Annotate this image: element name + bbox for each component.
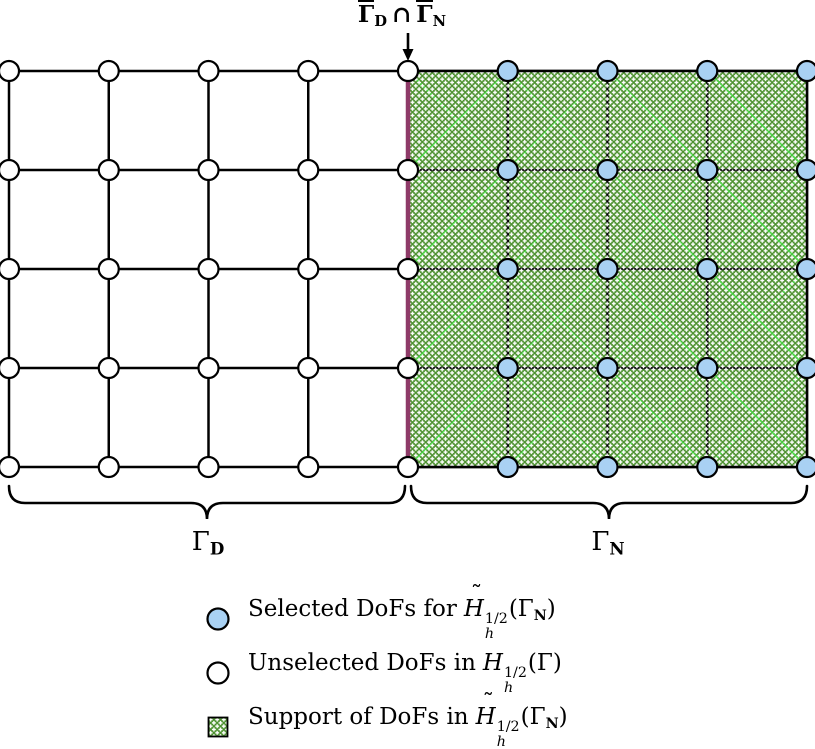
unselected-dof-node [197,356,220,380]
arg-close: ) [546,596,556,623]
selected-dof-node [696,257,719,281]
unselected-dof-node [297,257,320,281]
gamma-d-overline: Γ [357,0,375,28]
unselected-dof-node [97,257,120,281]
neumann-boundary-label: ΓN [568,527,648,559]
arg-open: (Γ [520,704,546,731]
arg-open: (Γ [508,596,534,623]
arg-open: (Γ [527,650,553,677]
arg-close: ) [552,650,562,677]
gamma-n-overline: Γ [416,0,433,28]
support-marker-hatch [208,717,228,737]
mesh-diagram [0,33,815,520]
selected-dof-node [596,356,619,380]
legend-text: Support of DoFs in [248,704,469,731]
unselected-dof-node [297,455,320,479]
selected-dof-marker [206,607,230,631]
selected-dof-node [496,455,519,479]
selected-dof-node [696,59,719,83]
selected-dof-node [496,158,519,182]
selected-dof-node [596,158,619,182]
unselected-dof-node [396,257,420,281]
h-tilde-symbol: ˜H [463,582,484,623]
unselected-dof-marker [206,661,230,685]
gamma-symbol: Γ [191,527,210,557]
arg-close: ) [558,704,568,731]
unselected-dof-node [0,257,21,281]
selected-dof-node [795,257,815,281]
selected-dof-icon [206,607,230,631]
gamma-subscript: N [609,538,625,559]
interface-label: ΓD∩ΓN [312,0,492,31]
unselected-dof-node [396,59,420,83]
unselected-dof-node [0,158,21,182]
legend-text: Unselected DoFs in [248,650,476,677]
unselected-dof-node [0,455,21,479]
unselected-dof-node [97,158,120,182]
unselected-dof-node [97,356,120,380]
intersection-symbol: ∩ [392,1,412,28]
gamma-d-subscript: D [374,13,387,31]
selected-dof-node [596,59,619,83]
selected-dof-node [696,356,719,380]
unselected-dof-node [97,455,120,479]
unselected-dof-node [396,158,420,182]
down-arrow-icon [402,33,414,61]
unselected-dof-node [197,257,220,281]
selected-dof-node [596,455,619,479]
support-marker-border [207,716,229,738]
selected-dof-node [795,59,815,83]
unselected-dof-icon [206,661,230,685]
unselected-dof-node [297,356,320,380]
arg-subscript: N [545,716,559,733]
unselected-dof-node [0,59,21,83]
unselected-dof-node [197,59,220,83]
unselected-dof-node [396,356,420,380]
legend-text: Selected DoFs for [248,596,457,623]
selected-dof-node [596,257,619,281]
arg-subscript: N [533,608,547,625]
selected-dof-node [795,158,815,182]
unselected-dof-node [396,455,420,479]
gamma-subscript: D [209,538,225,559]
selected-dof-node [496,59,519,83]
gamma-n-subscript: N [432,13,447,31]
unselected-dof-node [297,59,320,83]
mesh-nodes [0,59,815,479]
unselected-dof-node [197,158,220,182]
unselected-dof-node [0,356,21,380]
selected-dof-node [795,455,815,479]
unselected-dof-node [297,158,320,182]
selected-dof-node [496,257,519,281]
h-symbol: H [482,650,503,677]
selected-dof-node [696,455,719,479]
selected-dof-node [496,356,519,380]
underbraces [7,484,809,520]
unselected-dof-node [197,455,220,479]
support-patch-icon [207,716,229,738]
gamma-symbol: Γ [591,527,610,557]
selected-dof-node [795,356,815,380]
selected-dof-node [696,158,719,182]
unselected-dof-node [97,59,120,83]
h-tilde-symbol: ˜H [475,690,496,731]
dirichlet-boundary-label: ΓD [168,527,248,559]
